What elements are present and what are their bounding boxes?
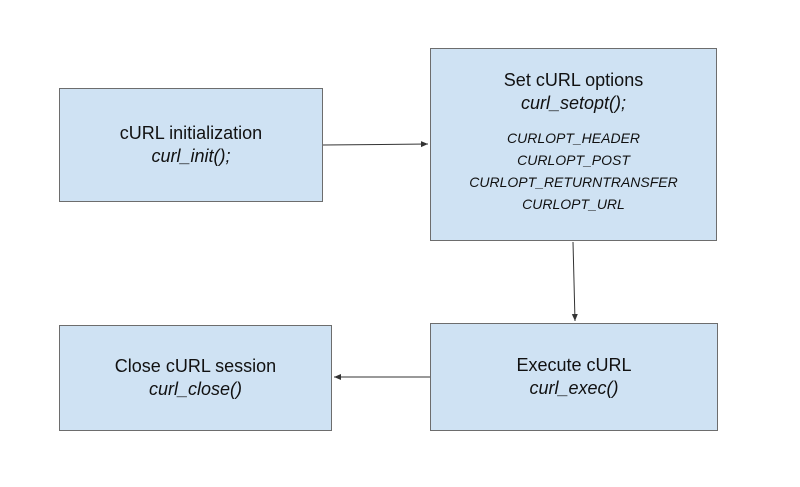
- node-function: curl_close(): [148, 379, 243, 399]
- edge-setopt-to-exec: [571, 241, 578, 322]
- node-title: Set cURL options: [503, 70, 644, 90]
- node-title: cURL initialization: [119, 123, 263, 143]
- option-list: CURLOPT_HEADER CURLOPT_POST CURLOPT_RETU…: [469, 127, 677, 215]
- node-title: Execute cURL: [516, 355, 632, 375]
- node-curl-setopt: Set cURL options curl_setopt(); CURLOPT_…: [430, 48, 717, 241]
- node-curl-init: cURL initialization curl_init();: [59, 88, 323, 202]
- option-item: CURLOPT_URL: [522, 196, 625, 212]
- node-function: curl_exec(): [529, 378, 619, 398]
- node-curl-exec: Execute cURL curl_exec(): [430, 323, 718, 431]
- node-curl-close: Close cURL session curl_close(): [59, 325, 332, 431]
- node-function: curl_init();: [151, 146, 231, 166]
- option-item: CURLOPT_HEADER: [506, 130, 641, 146]
- option-item: CURLOPT_RETURNTRANSFER: [469, 174, 678, 190]
- option-item: CURLOPT_POST: [517, 152, 630, 168]
- node-function: curl_setopt();: [520, 93, 627, 113]
- node-title: Close cURL session: [114, 356, 277, 376]
- edge-init-to-setopt: [322, 141, 429, 148]
